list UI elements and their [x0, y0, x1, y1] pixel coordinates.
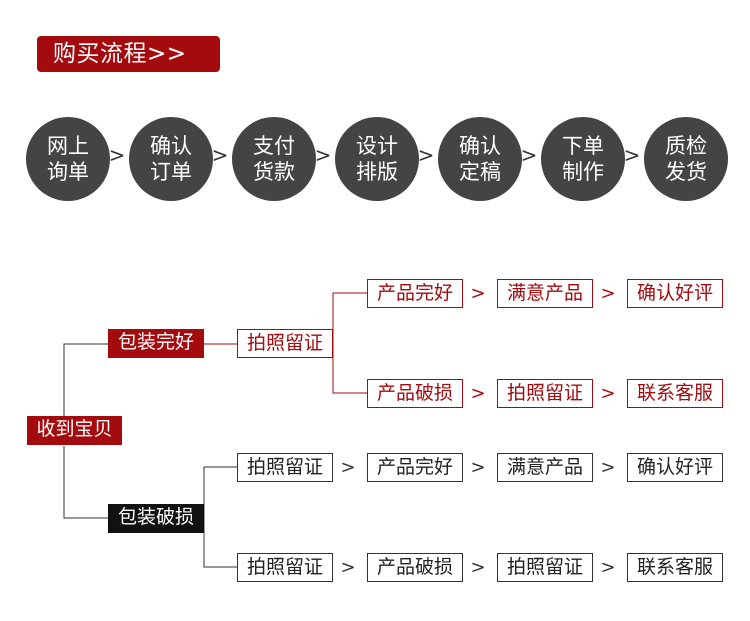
step-line1: 设计 [356, 134, 398, 158]
step-line1: 支付 [253, 134, 295, 158]
branch-package-intact: 包装完好 [108, 329, 204, 358]
good-path-node-3: 确认好评 [627, 279, 723, 308]
damaged-branch-connectors [203, 466, 237, 568]
flow-separator: > [470, 557, 486, 578]
step-line2: 排版 [356, 160, 398, 184]
flow-separator: > [340, 557, 356, 578]
step-separator: > [314, 143, 332, 167]
step-separator: > [108, 143, 126, 167]
connector-root-to-good [63, 343, 108, 416]
good-branch-connectors [204, 292, 367, 394]
step-design: 设计 排版 [335, 117, 419, 201]
step-line1: 确认 [150, 134, 192, 158]
flow-separator: > [470, 457, 486, 478]
damaged-bottom-path-node-4: 联系客服 [627, 553, 723, 582]
step-line2: 制作 [562, 160, 604, 184]
branch-package-damaged: 包装破损 [108, 504, 204, 533]
step-line2: 定稿 [459, 160, 501, 184]
connector-photo-to-good-path [332, 292, 367, 344]
good-damaged-path-node-3: 联系客服 [627, 379, 723, 408]
connector-photo-to-damaged-path [332, 344, 367, 394]
step-line2: 货款 [253, 160, 295, 184]
flow-separator: > [600, 283, 616, 304]
good-damaged-path-node-2: 拍照留证 [497, 379, 593, 408]
step-line1: 确认 [459, 134, 501, 158]
root-node: 收到宝贝 [27, 416, 122, 445]
damaged-top-path-node-4: 确认好评 [627, 453, 723, 482]
step-line1: 质检 [665, 134, 707, 158]
damaged-bottom-path-node-3: 拍照留证 [497, 553, 593, 582]
flow-separator: > [600, 383, 616, 404]
damaged-top-path-node-2: 产品完好 [367, 453, 463, 482]
step-separator: > [520, 143, 538, 167]
damaged-bottom-path-node-1: 拍照留证 [237, 553, 333, 582]
flow-separator: > [470, 283, 486, 304]
good-damaged-path-node-1: 产品破损 [367, 379, 463, 408]
connector-damaged-to-bottom-path [203, 518, 237, 568]
step-shipping: 质检 发货 [644, 117, 728, 201]
flow-separator: > [470, 383, 486, 404]
step-separator: > [417, 143, 435, 167]
damaged-top-path-node-3: 满意产品 [497, 453, 593, 482]
step-line1: 下单 [562, 134, 604, 158]
branch-good-photo-node: 拍照留证 [237, 329, 333, 358]
step-separator: > [623, 143, 641, 167]
step-production: 下单 制作 [541, 117, 625, 201]
step-confirm-order: 确认 订单 [129, 117, 213, 201]
connector-root-to-damaged [63, 446, 108, 519]
damaged-top-path-node-1: 拍照留证 [237, 453, 333, 482]
good-path-node-2: 满意产品 [497, 279, 593, 308]
damaged-bottom-path-node-2: 产品破损 [367, 553, 463, 582]
flow-separator: > [600, 557, 616, 578]
step-payment: 支付 货款 [232, 117, 316, 201]
step-line2: 发货 [665, 160, 707, 184]
step-line2: 询单 [47, 160, 89, 184]
flow-separator: > [340, 457, 356, 478]
step-finalize: 确认 定稿 [438, 117, 522, 201]
good-path-node-1: 产品完好 [367, 279, 463, 308]
root-connector [63, 343, 108, 519]
connector-damaged-to-top-path [203, 466, 237, 518]
step-line2: 订单 [150, 160, 192, 184]
page-title: 购买流程>> [37, 36, 220, 72]
flow-separator: > [600, 457, 616, 478]
step-inquiry: 网上 询单 [26, 117, 110, 201]
step-separator: > [211, 143, 229, 167]
step-line1: 网上 [47, 134, 89, 158]
